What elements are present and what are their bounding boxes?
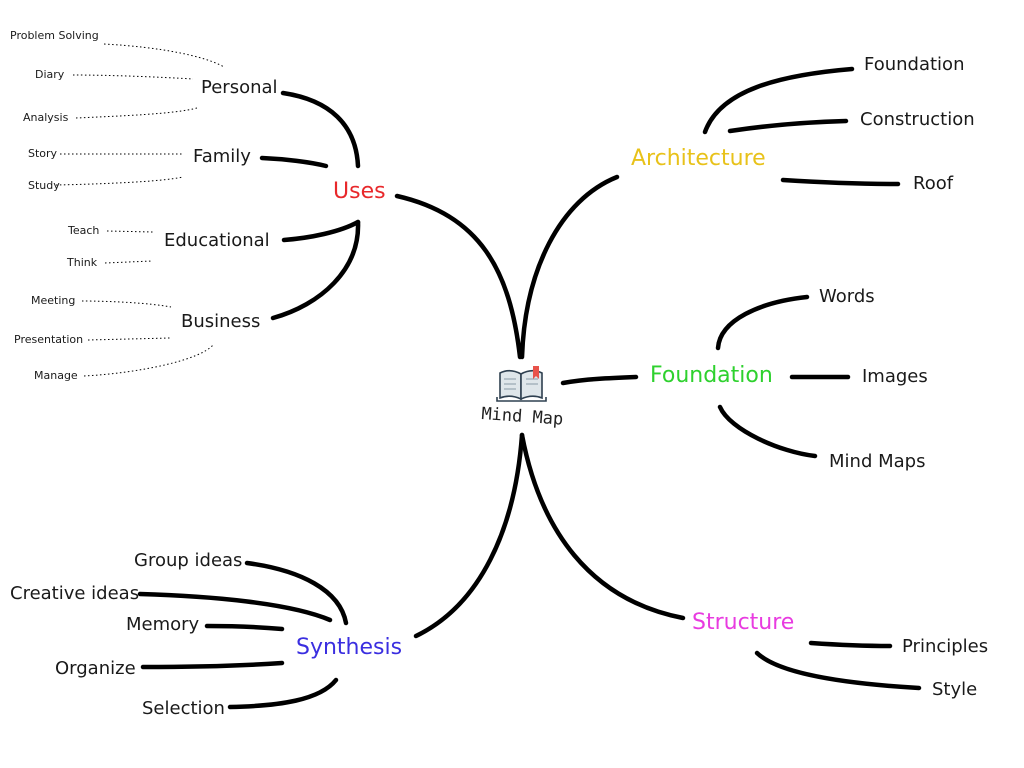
node-architecture-roof: Roof [913, 173, 954, 194]
node-architecture-foundation: Foundation [864, 54, 965, 75]
branch-line-structure-style [754, 650, 922, 691]
leaf-line-think [104, 260, 153, 264]
node-business: Business [181, 311, 261, 332]
branch-line-synthesis-organize [140, 660, 285, 670]
node-structure-principles: Principles [902, 636, 989, 657]
branch-line-architecture-construction [727, 118, 849, 134]
leaf-line-diary [72, 74, 194, 80]
node-synthesis-memory: Memory [126, 614, 200, 635]
leaf-study: Study [28, 179, 60, 192]
branch-foundation: Foundation [650, 363, 773, 388]
open-book-icon [496, 366, 547, 402]
branch-line-foundation-mind-maps [717, 404, 818, 459]
leaf-diary: Diary [35, 68, 65, 81]
leaf-line-meeting [81, 300, 172, 308]
branch-architecture: Architecture [631, 146, 766, 171]
branch-synthesis: Synthesis [296, 635, 403, 660]
node-foundation-mind-maps: Mind Maps [829, 451, 926, 472]
node-foundation-images: Images [862, 366, 928, 387]
leaf-line-manage [83, 344, 214, 377]
node-structure-style: Style [932, 679, 978, 700]
branch-line-synthesis-group-ideas [244, 560, 349, 626]
leaf-think: Think [67, 256, 98, 269]
leaf-problem-solving: Problem Solving [10, 29, 99, 42]
branch-structure: Structure [692, 610, 795, 635]
branch-line-synthesis-selection [227, 677, 339, 710]
leaf-line-problem-solving [103, 43, 225, 68]
node-foundation-words: Words [819, 286, 875, 307]
branch-line-personal [280, 90, 361, 169]
leaf-presentation: Presentation [14, 333, 84, 346]
branch-line-educational [281, 219, 361, 243]
branch-line-architecture-foundation [702, 66, 855, 135]
node-architecture-construction: Construction [860, 109, 975, 130]
branch-line-uses [394, 193, 523, 360]
node-synthesis-group-ideas: Group ideas [134, 550, 243, 571]
leaf-teach: Teach [68, 224, 100, 237]
leaf-line-teach [106, 230, 154, 233]
branch-line-structure [519, 432, 686, 621]
node-synthesis-selection: Selection [142, 698, 225, 719]
branch-line-business [270, 219, 361, 321]
node-educational: Educational [164, 230, 270, 251]
branch-line-foundation-words [715, 294, 810, 351]
branch-line-family [259, 155, 329, 169]
branch-line-structure-principles [808, 640, 893, 649]
leaf-manage: Manage [34, 369, 78, 382]
branch-uses: Uses [333, 179, 386, 204]
branch-line-synthesis [413, 432, 525, 639]
node-personal: Personal [201, 77, 278, 98]
node-synthesis-creative-ideas: Creative ideas [10, 583, 140, 604]
branch-line-synthesis-creative-ideas [137, 591, 333, 623]
branch-line-foundation [560, 374, 639, 386]
leaf-line-analysis [75, 107, 198, 119]
branch-line-synthesis-memory [204, 623, 285, 632]
node-family: Family [193, 146, 251, 167]
leaf-analysis: Analysis [23, 111, 69, 124]
branch-line-architecture [519, 174, 620, 360]
leaf-line-presentation [87, 337, 171, 341]
leaf-story: Story [28, 147, 58, 160]
leaf-meeting: Meeting [31, 294, 76, 307]
node-synthesis-organize: Organize [55, 658, 136, 679]
branch-line-architecture-roof [780, 177, 901, 187]
leaf-line-study [55, 176, 184, 186]
